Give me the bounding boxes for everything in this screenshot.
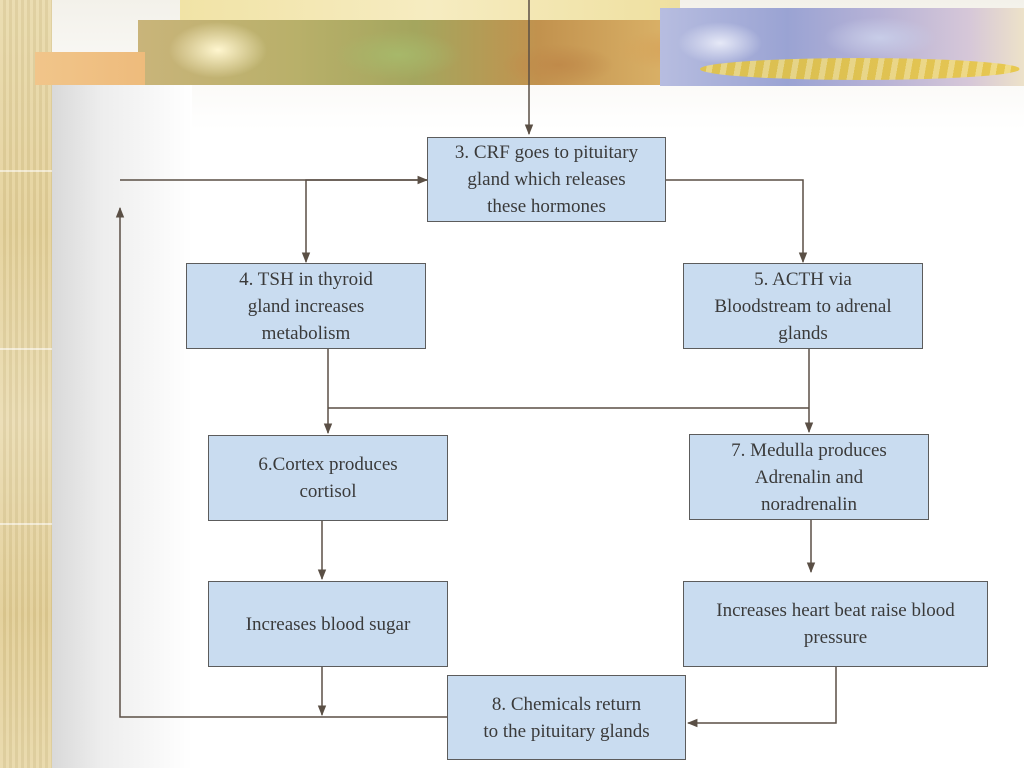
blood-sugar-text: Increases blood sugar — [245, 613, 411, 635]
left-texture-strip — [0, 0, 52, 768]
arrow-heart-beat-to-step8 — [686, 667, 837, 728]
heart-beat-text: Increases heart beat raise blood pressur… — [716, 600, 955, 648]
banner-peach-strip — [35, 52, 145, 85]
banner-gold-strip — [180, 0, 680, 22]
step6-text: 6.Cortex produces cortisol — [258, 454, 398, 502]
banner-leaves-image — [138, 20, 755, 85]
step7-box: 7. Medulla produces Adrenalin and noradr… — [689, 434, 929, 520]
step3-text: 3. CRF goes to pituitary gland which rel… — [454, 142, 639, 217]
step8-box: 8. Chemicals return to the pituitary gla… — [447, 675, 686, 760]
step5-box: 5. ACTH via Bloodstream to adrenal gland… — [683, 263, 923, 349]
left-shadow — [52, 85, 192, 768]
step7-text: 7. Medulla produces Adrenalin and noradr… — [731, 439, 887, 515]
step6-box: 6.Cortex produces cortisol — [208, 435, 448, 521]
step5-text: 5. ACTH via Bloodstream to adrenal gland… — [714, 268, 892, 344]
strip-seam — [0, 170, 52, 172]
strip-seam — [0, 523, 52, 525]
step3-box: 3. CRF goes to pituitary gland which rel… — [427, 137, 666, 222]
strip-seam — [0, 348, 52, 350]
arrow-step3-to-step5 — [665, 179, 808, 264]
arrow-step3-to-step4 — [301, 179, 427, 264]
heart-beat-box: Increases heart beat raise blood pressur… — [683, 581, 988, 667]
step8-text: 8. Chemicals return to the pituitary gla… — [483, 693, 650, 742]
step4-text: 4. TSH in thyroid gland increases metabo… — [239, 268, 373, 344]
blood-sugar-box: Increases blood sugar — [208, 581, 448, 667]
feedback-loop-to-step3 — [115, 206, 447, 718]
banner-wheat-image — [700, 58, 1020, 80]
step4-box: 4. TSH in thyroid gland increases metabo… — [186, 263, 426, 349]
